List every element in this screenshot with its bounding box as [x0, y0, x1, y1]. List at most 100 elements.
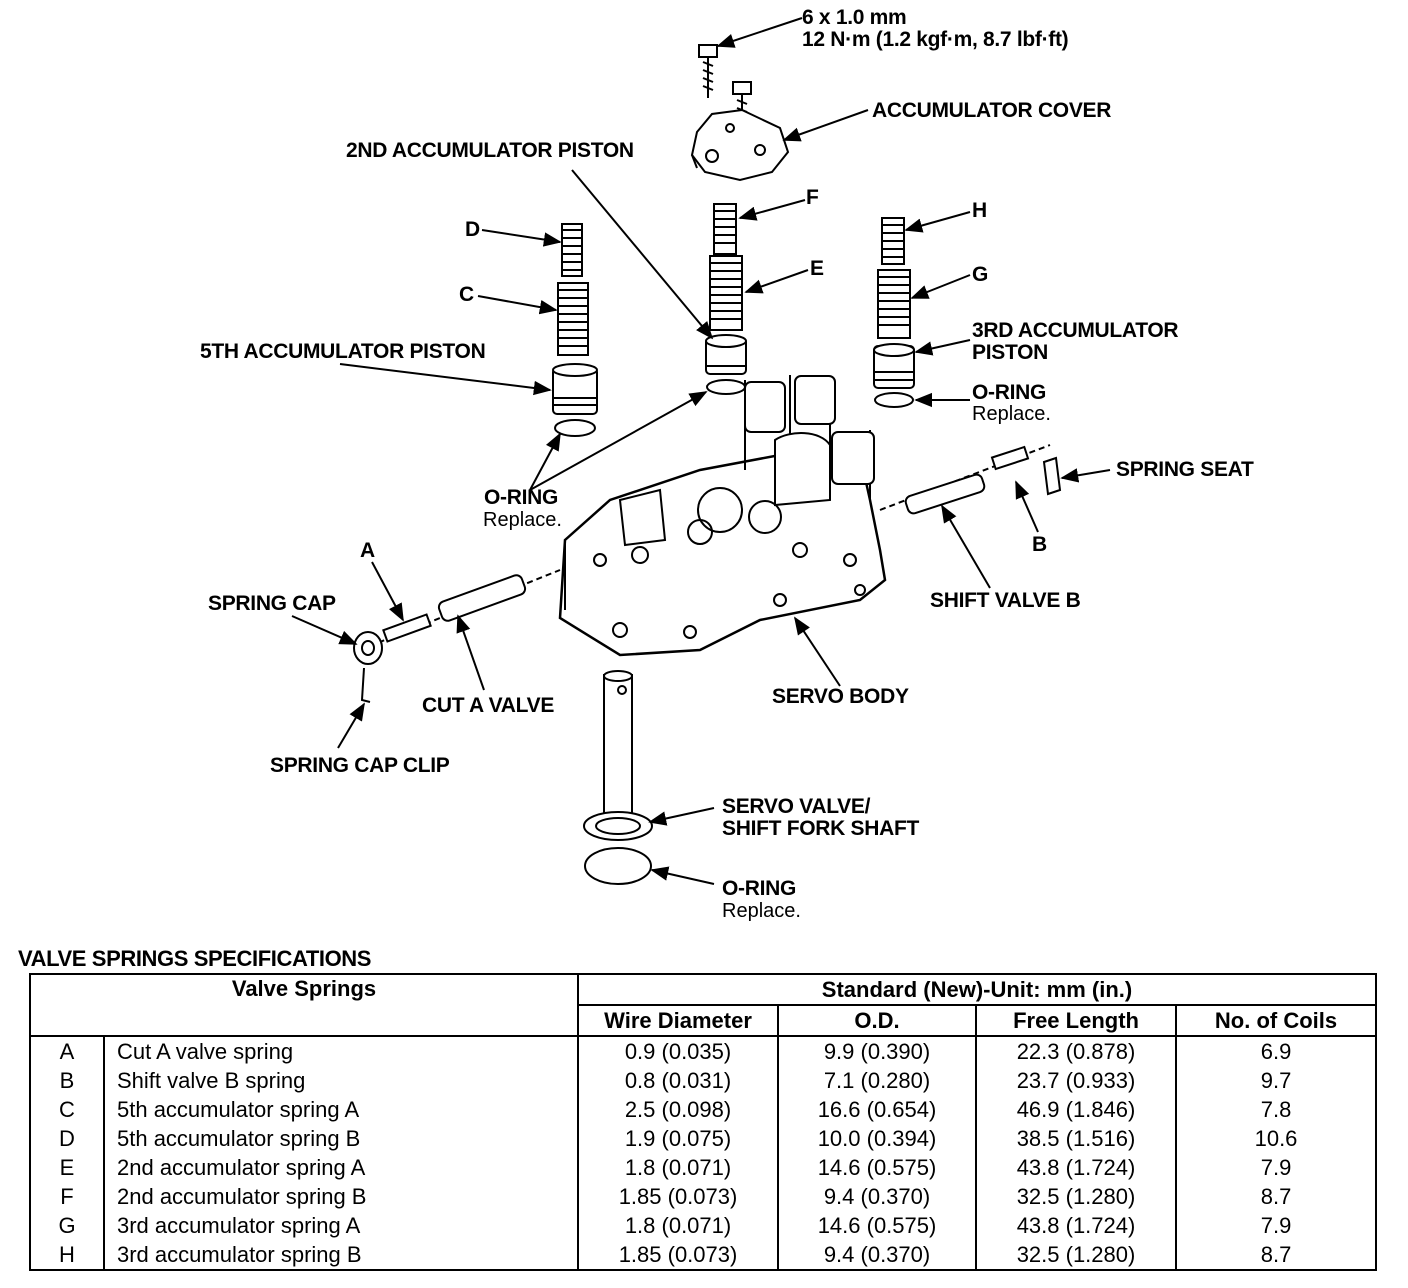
row-coils: 7.8 [1175, 1095, 1378, 1124]
row-od: 9.4 (0.370) [777, 1182, 978, 1211]
row-free: 43.8 (1.724) [975, 1211, 1178, 1240]
accumulator-cover-label: ACCUMULATOR COVER [872, 99, 1112, 122]
label-g: G [972, 263, 989, 286]
row-wire: 0.9 (0.035) [577, 1036, 780, 1066]
label-c: C [459, 283, 474, 306]
table-row: A Cut A valve spring 0.9 (0.035) 9.9 (0.… [29, 1036, 1378, 1066]
spring-c-icon [557, 282, 589, 356]
row-name: 3rd accumulator spring A [102, 1211, 580, 1240]
spring-h-icon [881, 217, 905, 265]
row-wire: 1.8 (0.071) [577, 1211, 780, 1240]
row-id: G [29, 1211, 105, 1240]
spring-seat-label: SPRING SEAT [1116, 458, 1254, 481]
row-wire: 1.9 (0.075) [577, 1124, 780, 1153]
spring-g-icon [877, 269, 911, 339]
fifth-accumulator-piston-part [552, 363, 598, 437]
row-name: Shift valve B spring [102, 1066, 580, 1095]
row-free: 38.5 (1.516) [975, 1124, 1178, 1153]
row-od: 10.0 (0.394) [777, 1124, 978, 1153]
bolt-size-label: 6 x 1.0 mm [802, 6, 907, 29]
row-wire: 0.8 (0.031) [577, 1066, 780, 1095]
table-row: H 3rd accumulator spring B 1.85 (0.073) … [29, 1240, 1378, 1271]
spring-e-icon [709, 255, 743, 331]
leader-lines [291, 17, 1111, 885]
header-free-length: Free Length [975, 1004, 1178, 1037]
row-free: 43.8 (1.724) [975, 1153, 1178, 1182]
row-coils: 9.7 [1175, 1066, 1378, 1095]
row-wire: 1.85 (0.073) [577, 1240, 780, 1271]
row-coils: 10.6 [1175, 1124, 1378, 1153]
shift-valve-b-part [879, 444, 1062, 515]
row-name: 5th accumulator spring B [102, 1124, 580, 1153]
third-accumulator-piston-label: 3RD ACCUMULATOR [972, 319, 1179, 342]
second-accumulator-piston-part [705, 334, 747, 395]
row-coils: 7.9 [1175, 1153, 1378, 1182]
row-id: A [29, 1036, 105, 1066]
row-coils: 6.9 [1175, 1036, 1378, 1066]
row-id: D [29, 1124, 105, 1153]
header-standard: Standard (New)-Unit: mm (in.) [577, 973, 1378, 1006]
o-ring-label-shaft: O-RING [722, 877, 797, 900]
servo-body-part [558, 375, 887, 657]
row-id: F [29, 1182, 105, 1211]
table-row: B Shift valve B spring 0.8 (0.031) 7.1 (… [29, 1066, 1378, 1095]
label-d: D [465, 218, 480, 241]
row-od: 9.4 (0.370) [777, 1240, 978, 1271]
row-id: H [29, 1240, 105, 1271]
label-e: E [810, 257, 824, 280]
row-free: 22.3 (0.878) [975, 1036, 1178, 1066]
table-header-row: Valve Springs Standard (New)-Unit: mm (i… [28, 973, 1378, 1037]
row-od: 7.1 (0.280) [777, 1066, 978, 1095]
row-coils: 8.7 [1175, 1240, 1378, 1271]
row-coils: 8.7 [1175, 1182, 1378, 1211]
spring-cap-label: SPRING CAP [208, 592, 336, 615]
header-od: O.D. [777, 1004, 978, 1037]
label-h: H [972, 199, 987, 222]
valve-springs-spec-table: Valve Springs Standard (New)-Unit: mm (i… [28, 973, 1378, 1271]
cut-a-valve-part [353, 569, 561, 703]
row-name: 3rd accumulator spring B [102, 1240, 580, 1271]
row-id: C [29, 1095, 105, 1124]
servo-body-exploded-diagram [291, 17, 1111, 885]
torque-spec-label: 12 N·m (1.2 kgf·m, 8.7 lbf·ft) [802, 28, 1069, 51]
row-wire: 1.8 (0.071) [577, 1153, 780, 1182]
row-od: 9.9 (0.390) [777, 1036, 978, 1066]
header-coils: No. of Coils [1175, 1004, 1378, 1037]
servo-body-label: SERVO BODY [772, 685, 909, 708]
row-free: 23.7 (0.933) [975, 1066, 1178, 1095]
label-f: F [806, 186, 819, 209]
shift-valve-b-label: SHIFT VALVE B [930, 589, 1081, 612]
o-ring-replace-note-shaft: Replace. [722, 900, 801, 922]
label-a: A [360, 539, 375, 562]
table-row: G 3rd accumulator spring A 1.8 (0.071) 1… [29, 1211, 1378, 1240]
row-od: 14.6 (0.575) [777, 1211, 978, 1240]
row-coils: 7.9 [1175, 1211, 1378, 1240]
shift-fork-shaft-label: SHIFT FORK SHAFT [722, 817, 920, 840]
row-wire: 2.5 (0.098) [577, 1095, 780, 1124]
servo-valve-label: SERVO VALVE/ [722, 795, 871, 818]
spring-cap-clip-label: SPRING CAP CLIP [270, 754, 450, 777]
o-ring-replace-note-third: Replace. [972, 403, 1051, 425]
row-id: B [29, 1066, 105, 1095]
row-name: 5th accumulator spring A [102, 1095, 580, 1124]
table-row: C 5th accumulator spring A 2.5 (0.098) 1… [29, 1095, 1378, 1124]
row-id: E [29, 1153, 105, 1182]
row-free: 46.9 (1.846) [975, 1095, 1178, 1124]
table-row: F 2nd accumulator spring B 1.85 (0.073) … [29, 1182, 1378, 1211]
servo-valve-shift-fork-shaft-part [583, 670, 653, 885]
second-accumulator-piston-label: 2ND ACCUMULATOR PISTON [346, 139, 634, 162]
header-valve-springs: Valve Springs [28, 973, 580, 1037]
label-b: B [1032, 533, 1047, 556]
header-wire-diameter: Wire Diameter [577, 1004, 780, 1037]
row-wire: 1.85 (0.073) [577, 1182, 780, 1211]
row-od: 16.6 (0.654) [777, 1095, 978, 1124]
accumulator-cover-part [690, 108, 790, 182]
spring-f-icon [713, 203, 737, 255]
third-accumulator-piston-label-2: PISTON [972, 341, 1048, 364]
table-row: D 5th accumulator spring B 1.9 (0.075) 1… [29, 1124, 1378, 1153]
o-ring-label-third: O-RING [972, 381, 1047, 404]
fifth-accumulator-piston-label: 5TH ACCUMULATOR PISTON [200, 340, 486, 363]
table-subheader-row: Wire Diameter O.D. Free Length No. of Co… [30, 1004, 1378, 1037]
row-free: 32.5 (1.280) [975, 1182, 1178, 1211]
row-name: 2nd accumulator spring A [102, 1153, 580, 1182]
